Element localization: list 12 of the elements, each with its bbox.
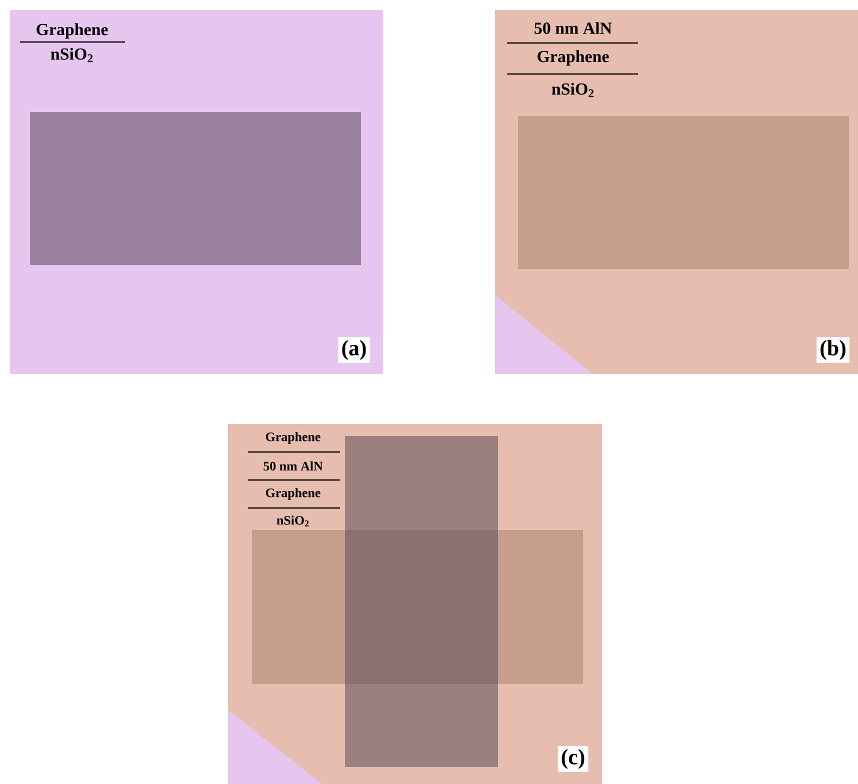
layer-label: nSiO$_{2}$ — [50, 48, 93, 62]
panel-letter: (c) — [558, 746, 588, 772]
layer-label: 50 nm AlN — [534, 22, 612, 34]
layer-label: Graphene — [266, 432, 320, 444]
layer-label: Graphene — [538, 50, 609, 66]
layer-label: Graphene — [266, 488, 320, 500]
panel-letter: (a) — [338, 337, 370, 363]
layer-label: nSiO$_{2}$ — [276, 516, 309, 526]
layer-label: Graphene — [36, 23, 108, 39]
layer-label: 50 nm AlN — [264, 461, 323, 471]
layer-label: nSiO$_{2}$ — [552, 82, 594, 98]
panel-letter: (b) — [816, 337, 850, 363]
